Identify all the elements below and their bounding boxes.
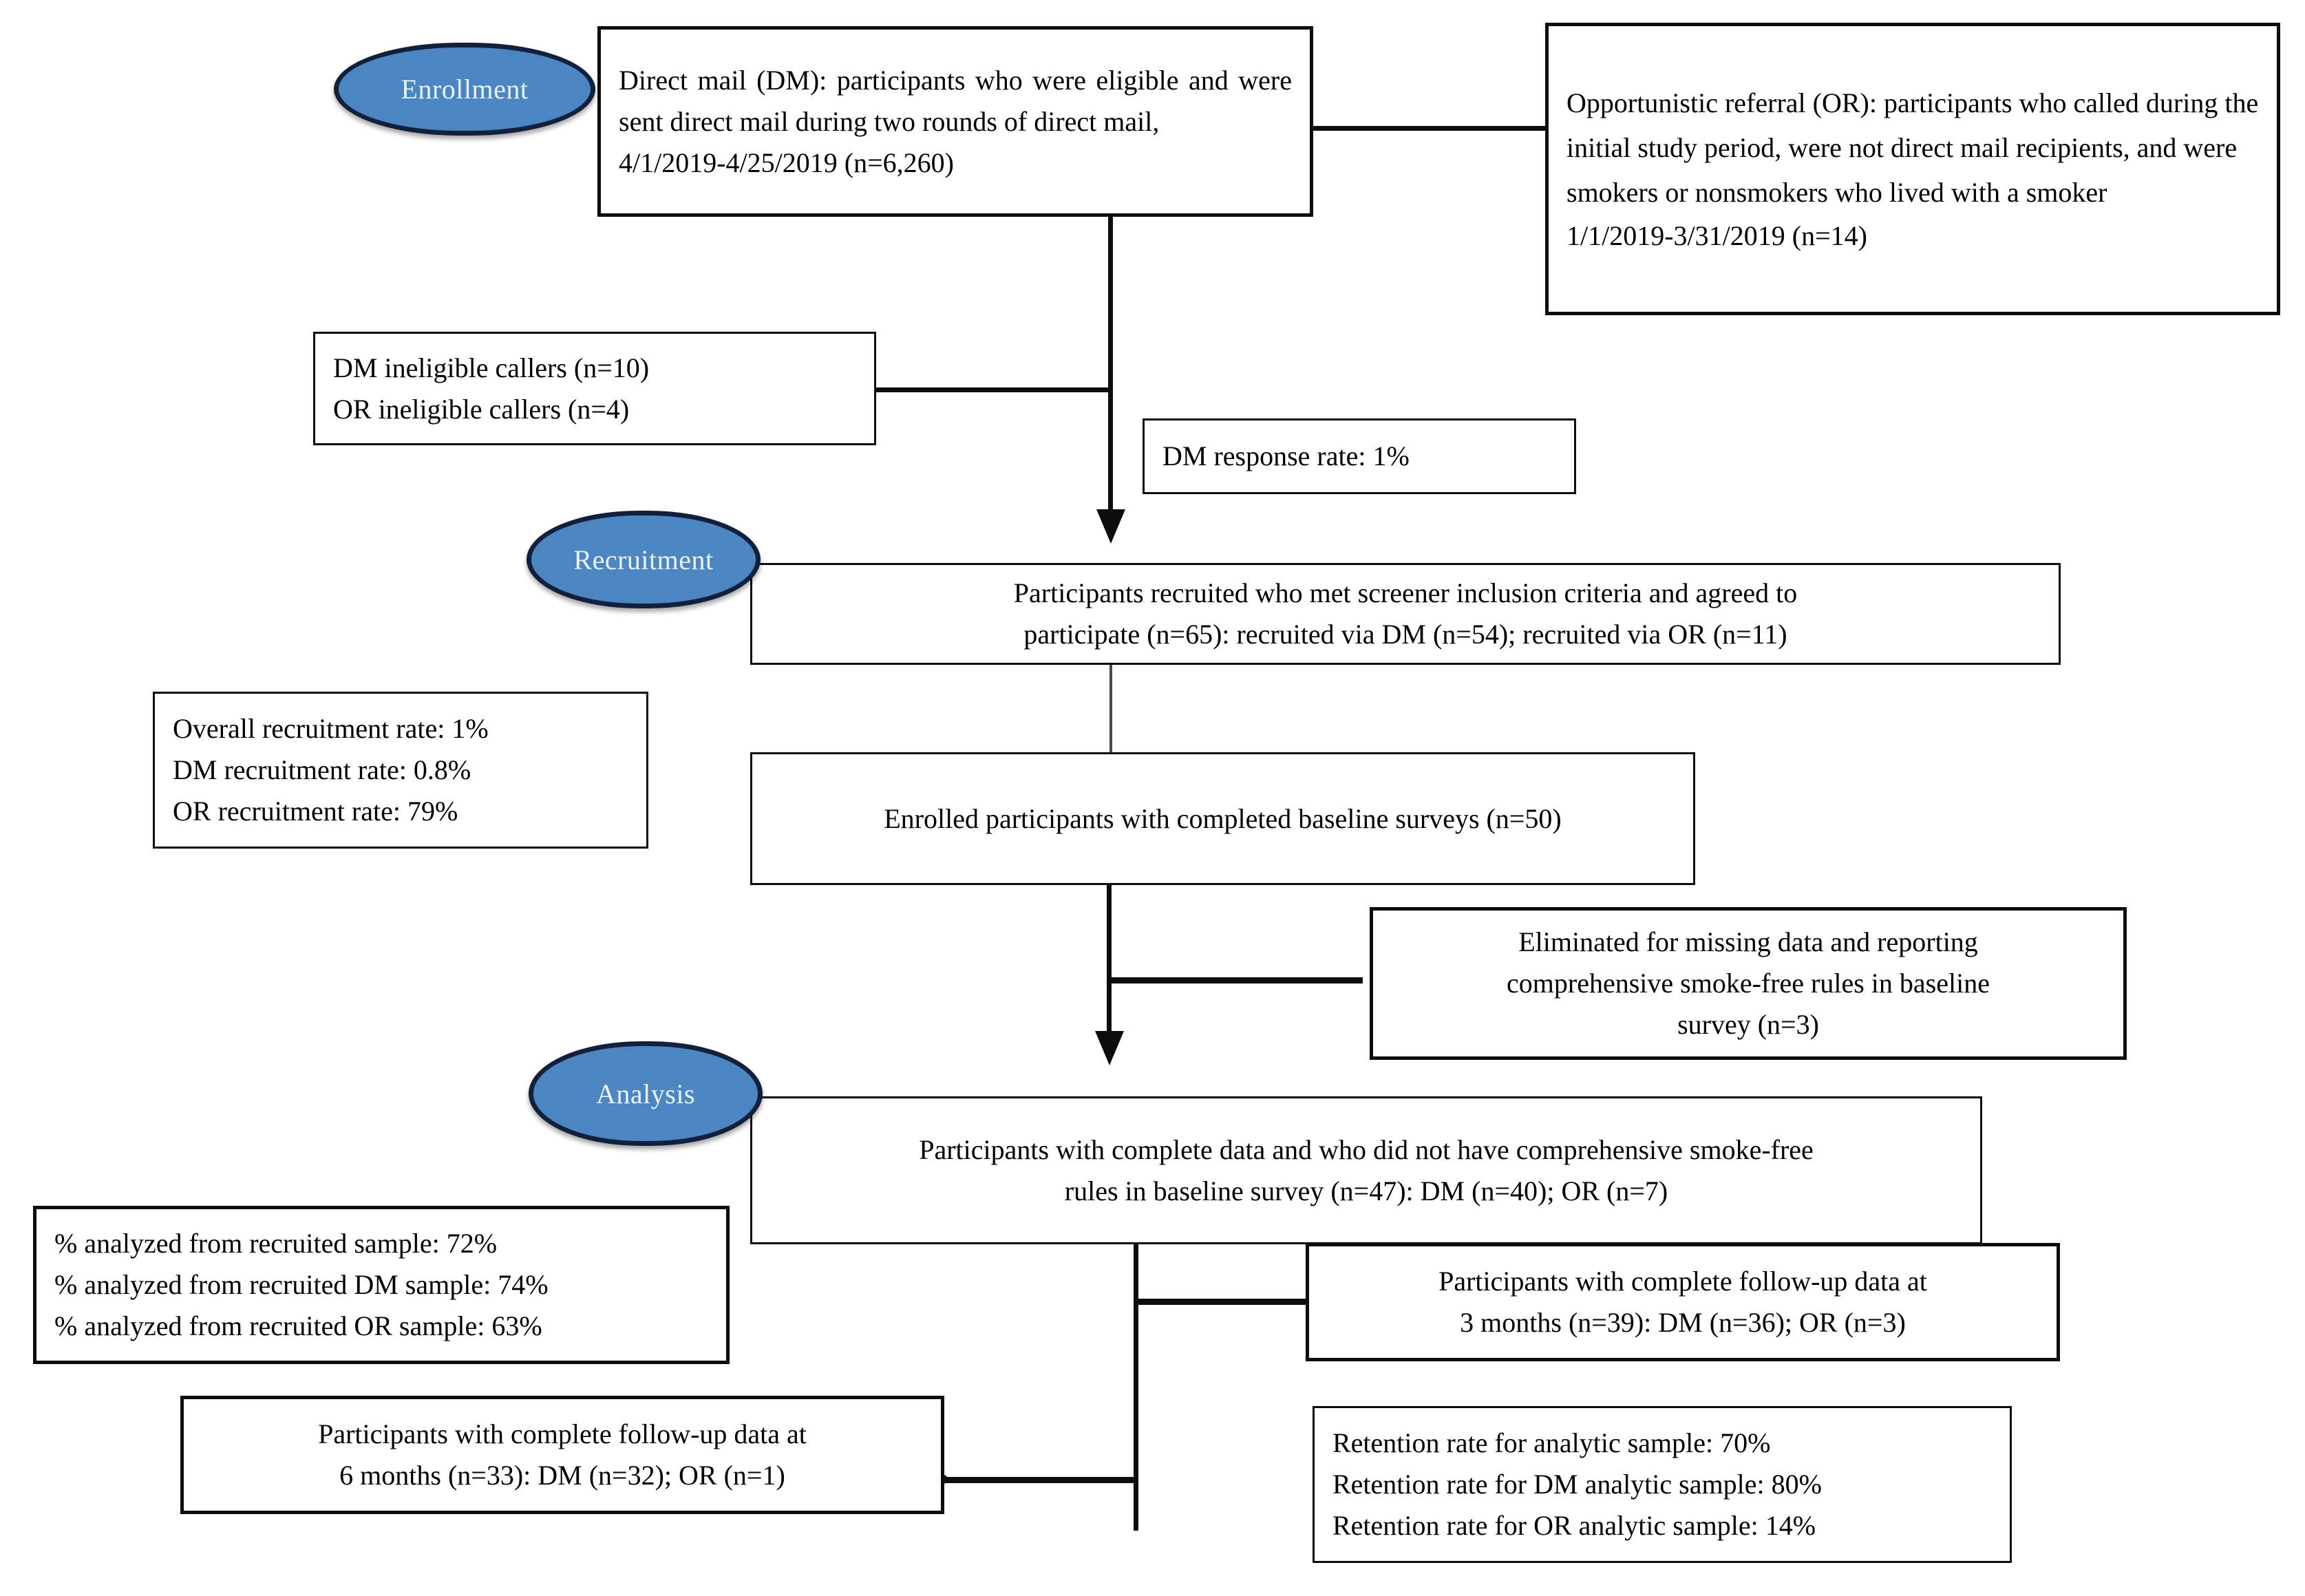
box-retention-rates: Retention rate for analytic sample: 70% … <box>1313 1406 2012 1563</box>
box-baseline-surveys-line1: Enrolled participants with completed bas… <box>884 802 1562 834</box>
box-retention-rates-line1: Retention rate for analytic sample: 70% <box>1332 1427 1771 1458</box>
box-direct-mail-line2: 4/1/2019-4/25/2019 (n=6,260) <box>619 147 954 178</box>
box-eliminated-line2: comprehensive smoke-free rules in baseli… <box>1507 968 1990 999</box>
connector-analysis-to-3mo <box>1134 1299 1306 1305</box>
box-retention-rates-line2: Retention rate for DM analytic sample: 8… <box>1332 1469 1822 1500</box>
box-recruitment-rates-line2: DM recruitment rate: 0.8% <box>173 754 471 785</box>
stage-label-analysis: Analysis <box>596 1078 695 1109</box>
box-recruitment-rates-line3: OR recruitment rate: 79% <box>173 796 458 827</box>
box-ineligible-callers-line2: OR ineligible callers (n=4) <box>333 393 630 425</box>
box-recruitment-rates-line1: Overall recruitment rate: 1% <box>173 713 489 744</box>
stage-label-enrollment: Enrollment <box>401 74 529 105</box>
box-followup-3mo-line2: 3 months (n=39): DM (n=36); OR (n=3) <box>1460 1307 1906 1338</box>
stage-ellipse-analysis: Analysis <box>529 1041 763 1146</box>
connector-analysis-to-6mo <box>943 1477 1138 1483</box>
arrow-to-analytic <box>1095 1031 1124 1065</box>
box-followup-6mo-line2: 6 months (n=33): DM (n=32); OR (n=1) <box>339 1460 785 1491</box>
box-analytic-sample-line1: Participants with complete data and who … <box>919 1134 1814 1165</box>
connector-baseline-to-eliminated <box>1107 977 1363 983</box>
stage-label-recruitment: Recruitment <box>573 544 714 575</box>
box-percent-analyzed-line1: % analyzed from recruited sample: 72% <box>54 1228 498 1259</box>
box-followup-6mo-line1: Participants with complete follow-up dat… <box>318 1418 807 1449</box>
connector-analysis-down <box>1134 1242 1138 1531</box>
connector-dm-down <box>1108 213 1113 537</box>
box-analytic-sample: Participants with complete data and who … <box>750 1096 1982 1244</box>
box-percent-analyzed: % analyzed from recruited sample: 72% % … <box>33 1206 730 1364</box>
box-recruitment-rates: Overall recruitment rate: 1% DM recruitm… <box>153 692 648 849</box>
box-retention-rates-line3: Retention rate for OR analytic sample: 1… <box>1332 1510 1816 1541</box>
box-direct-mail: Direct mail (DM): participants who were … <box>597 26 1313 217</box>
box-ineligible-callers: DM ineligible callers (n=10) OR ineligib… <box>313 332 876 445</box>
box-eliminated: Eliminated for missing data and reportin… <box>1370 907 2127 1060</box>
box-followup-3mo-line1: Participants with complete follow-up dat… <box>1438 1266 1927 1297</box>
box-recruited-line1: Participants recruited who met screener … <box>1013 577 1798 608</box>
box-eliminated-line1: Eliminated for missing data and reportin… <box>1518 926 1978 957</box>
box-opportunistic-referral: Opportunistic referral (OR): participant… <box>1545 23 2280 315</box>
box-percent-analyzed-line3: % analyzed from recruited OR sample: 63% <box>54 1310 542 1341</box>
box-dm-response-rate-line1: DM response rate: 1% <box>1162 440 1410 471</box>
box-percent-analyzed-line2: % analyzed from recruited DM sample: 74% <box>54 1269 549 1300</box>
box-ineligible-callers-line1: DM ineligible callers (n=10) <box>333 352 650 383</box>
connector-recruited-to-baseline <box>1109 661 1112 755</box>
box-opportunistic-referral-line2: 1/1/2019-3/31/2019 (n=14) <box>1566 220 1867 251</box>
stage-ellipse-enrollment: Enrollment <box>334 43 595 136</box>
connector-ineligible-to-trunk <box>875 387 1111 392</box>
box-eliminated-line3: survey (n=3) <box>1677 1009 1819 1040</box>
box-followup-6mo: Participants with complete follow-up dat… <box>180 1396 944 1514</box>
box-direct-mail-line1: Direct mail (DM): participants who were … <box>619 64 1292 137</box>
box-dm-response-rate: DM response rate: 1% <box>1143 418 1576 494</box>
arrow-to-recruited <box>1096 509 1125 544</box>
box-opportunistic-referral-line1: Opportunistic referral (OR): participant… <box>1566 87 2259 208</box>
connector-dm-to-or <box>1311 126 1545 131</box>
box-followup-3mo: Participants with complete follow-up dat… <box>1306 1243 2060 1361</box>
connector-baseline-down <box>1107 883 1112 1058</box>
box-analytic-sample-line2: rules in baseline survey (n=47): DM (n=4… <box>1064 1175 1668 1206</box>
box-baseline-surveys: Enrolled participants with completed bas… <box>750 752 1695 885</box>
stage-ellipse-recruitment: Recruitment <box>527 511 761 608</box>
box-recruited-line2: participate (n=65): recruited via DM (n=… <box>1023 619 1787 650</box>
box-recruited: Participants recruited who met screener … <box>750 563 2061 665</box>
